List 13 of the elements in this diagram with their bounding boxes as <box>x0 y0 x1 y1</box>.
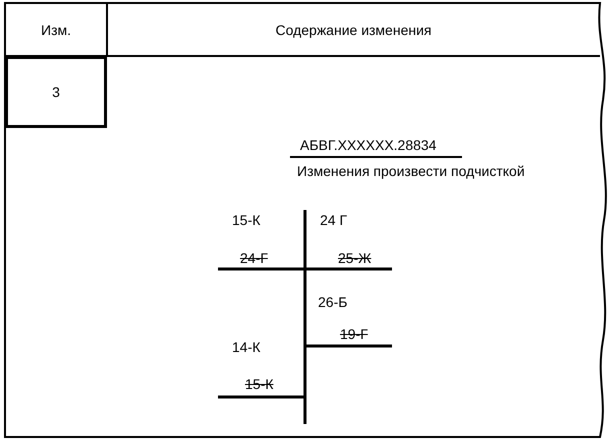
column-header: Содержание изменения <box>274 20 432 40</box>
crossed-out-label: 15-К <box>245 376 274 392</box>
position-label: 15-К <box>232 212 260 228</box>
position-label: 14-К <box>232 339 260 355</box>
position-label: 24 Г <box>320 212 348 228</box>
column-header: Изм. <box>40 20 72 40</box>
change-number: 3 <box>5 56 107 128</box>
document-code: АБВГ.XXXXXX.28834 <box>300 137 436 153</box>
note-text: Изменения произвести подчисткой <box>297 163 525 179</box>
crossed-out-label: 25-Ж <box>338 250 372 266</box>
crossed-out-label: 24-Г <box>240 250 268 266</box>
crossed-out-label: 19-Г <box>340 326 368 342</box>
position-label: 26-Б <box>318 294 348 310</box>
